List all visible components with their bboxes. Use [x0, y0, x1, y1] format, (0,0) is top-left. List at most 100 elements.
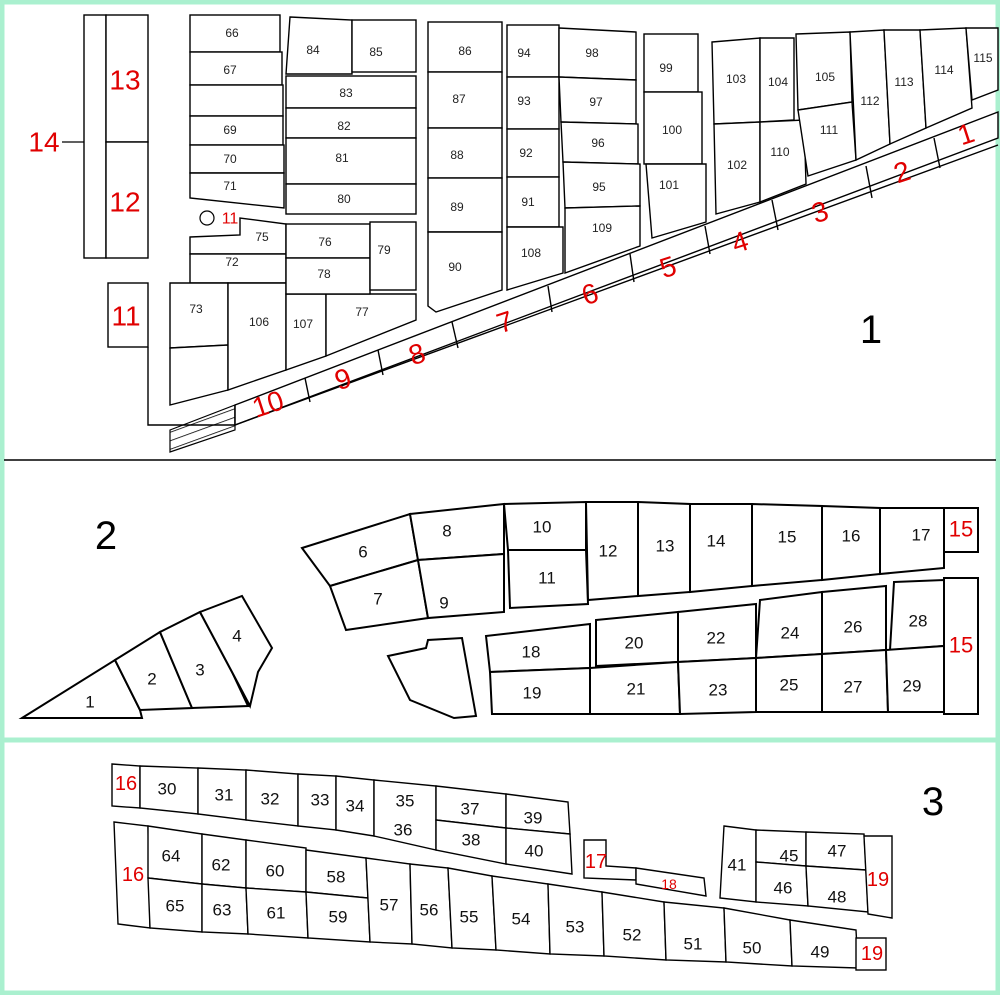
section3-red-label: 16: [122, 864, 144, 886]
plot-110[interactable]: [759, 119, 807, 204]
section-2: [18, 500, 979, 720]
section1-plot-label: 112: [860, 94, 879, 108]
section3-plot-label: 56: [420, 901, 439, 920]
plot-67[interactable]: [189, 51, 283, 86]
plot-9[interactable]: [416, 552, 505, 620]
section1-plot-label: 107: [293, 317, 313, 331]
plot-84[interactable]: [285, 16, 353, 75]
plot-92[interactable]: [506, 128, 560, 178]
section3-plot-label: 53: [566, 918, 585, 937]
section1-plot-label: 108: [521, 246, 541, 260]
plot-87[interactable]: [427, 71, 503, 129]
section2-plot-label: 21: [627, 680, 646, 699]
section2-plot-label: 1: [85, 693, 94, 712]
plot-72[interactable]: [189, 253, 287, 284]
section3-plot-label: 51: [684, 935, 703, 954]
section1-plot-label: 101: [659, 178, 679, 192]
section1-plot-label: 91: [521, 195, 535, 209]
section2-plot-label: 19: [523, 684, 542, 703]
section2-red-label: 15: [949, 517, 973, 542]
section1-red-label: 11: [111, 301, 140, 332]
plot-90[interactable]: [427, 231, 503, 313]
section1-plot-label: 71: [223, 179, 237, 193]
section-number: 1: [860, 308, 882, 352]
section3-plot-label: 30: [158, 780, 177, 799]
plot-5-irregular[interactable]: [386, 636, 478, 720]
section2-red-label: 15: [949, 633, 973, 658]
plot-78[interactable]: [285, 257, 371, 295]
plot-8[interactable]: [408, 502, 505, 562]
plot-69[interactable]: [189, 115, 284, 146]
section1-plot-label: 92: [519, 146, 533, 160]
plot-19-right-red[interactable]: [863, 835, 893, 919]
plot-14[interactable]: [83, 14, 107, 259]
section1-plot-label: 82: [337, 119, 351, 133]
section2-plot-label: 13: [656, 537, 675, 556]
plot-82[interactable]: [285, 107, 417, 139]
plot-15-top-red[interactable]: [943, 507, 979, 553]
section1-plot-label: 97: [589, 95, 603, 109]
section1-plot-label: 72: [225, 255, 239, 269]
plot-11-left[interactable]: [107, 282, 149, 348]
section3-plot-label: 32: [261, 790, 280, 809]
section1-plot-label: 73: [189, 302, 203, 316]
section1-plot-label: 80: [337, 192, 351, 206]
section1-red-label: 11: [222, 211, 239, 228]
section3-plot-label: 59: [329, 908, 348, 927]
section1-plot-label: 75: [255, 230, 269, 244]
section1-plot-label: 81: [335, 151, 349, 165]
plot-86[interactable]: [427, 21, 503, 73]
plot-115[interactable]: [965, 27, 999, 101]
section3-plot-label: 55: [460, 908, 479, 927]
section1-plot-label: 103: [726, 72, 746, 86]
section3-plot-label: 62: [212, 856, 231, 875]
section1-plot-label: 83: [339, 86, 353, 100]
plot-40[interactable]: [505, 827, 573, 875]
plot-11[interactable]: [506, 549, 590, 610]
plot-100[interactable]: [643, 91, 703, 165]
plot-85[interactable]: [351, 19, 417, 73]
section1-plot-label: 79: [377, 243, 391, 257]
plot-66[interactable]: [189, 14, 281, 53]
plot-19-bottom-red[interactable]: [855, 937, 887, 971]
section3-plot-label: 48: [828, 888, 847, 907]
plot-93[interactable]: [506, 76, 560, 130]
plot-4[interactable]: [198, 594, 274, 709]
plot-81[interactable]: [285, 137, 417, 185]
section3-plot-label: 61: [267, 904, 286, 923]
plot-109[interactable]: [564, 205, 641, 274]
plot-101[interactable]: [645, 163, 707, 239]
section3-red-label: 16: [115, 773, 137, 795]
section3-plot-label: 49: [811, 943, 830, 962]
section2-plot-label: 25: [780, 676, 799, 695]
section2-plot-label: 26: [844, 618, 863, 637]
section3-plot-label: 35: [396, 792, 415, 811]
section1-plot-label: 86: [458, 44, 472, 58]
section2-plot-label: 6: [358, 543, 367, 562]
plot-70[interactable]: [189, 144, 285, 174]
plot-94[interactable]: [506, 24, 560, 78]
section1-plot-label: 114: [934, 63, 953, 77]
plot-15-bottom-red[interactable]: [943, 577, 979, 715]
section2-plot-label: 12: [599, 542, 618, 561]
plot-71[interactable]: [189, 172, 285, 209]
plot-99[interactable]: [643, 33, 699, 93]
section3-plot-label: 52: [623, 926, 642, 945]
plot-107[interactable]: [285, 293, 327, 371]
section1-red-label: 13: [109, 65, 140, 96]
plot-80[interactable]: [285, 183, 417, 215]
plot-89[interactable]: [427, 177, 503, 233]
plot-114[interactable]: [919, 27, 973, 130]
plot-88[interactable]: [427, 127, 503, 179]
plot-17[interactable]: [879, 507, 945, 576]
plot-12[interactable]: [105, 141, 149, 259]
plot-18[interactable]: [635, 867, 707, 897]
plot-79[interactable]: [369, 221, 417, 291]
section1-plot-label: 99: [659, 61, 673, 75]
plot-68[interactable]: [189, 84, 284, 117]
section2-plot-label: 4: [232, 627, 241, 646]
plot-108[interactable]: [506, 226, 564, 291]
plot-77[interactable]: [325, 293, 417, 358]
